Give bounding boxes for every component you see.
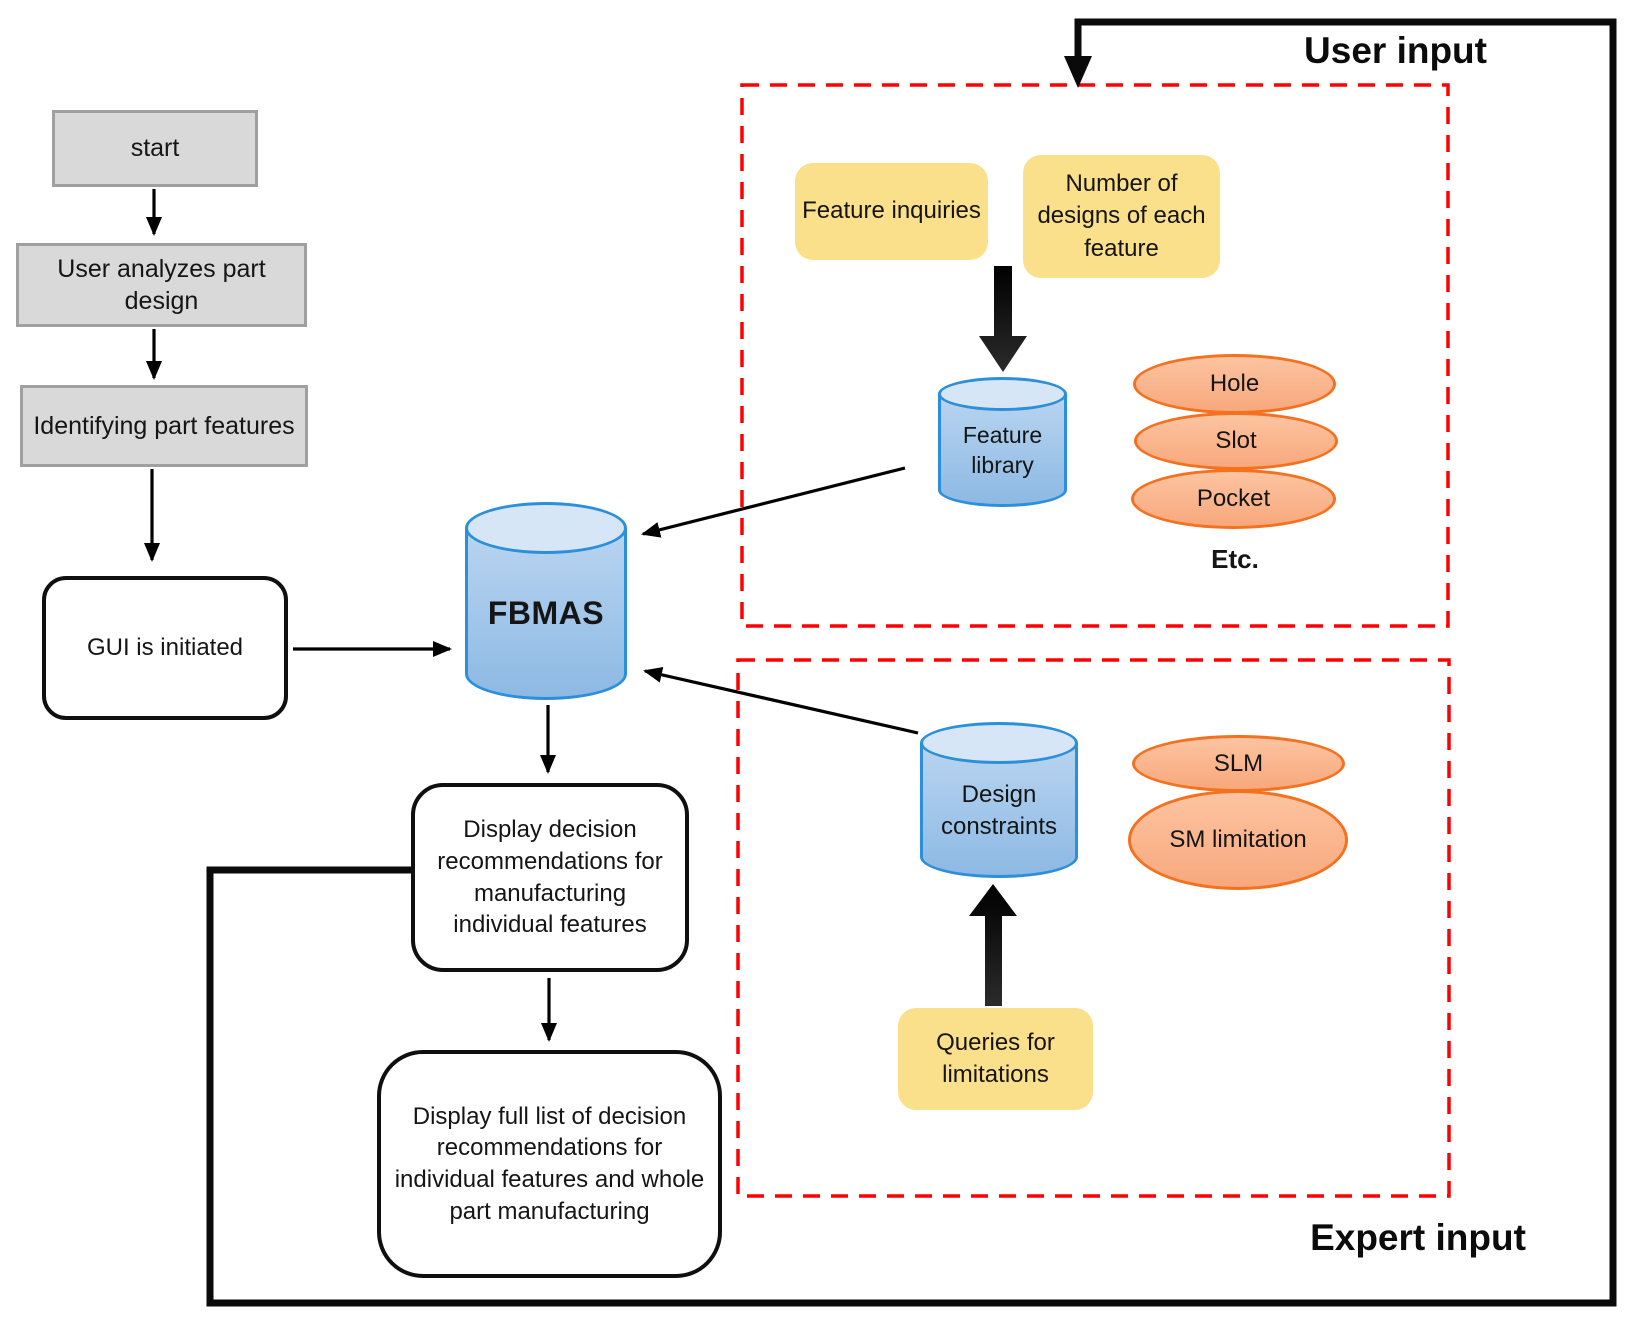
- design-constraints-cylinder-top: [920, 722, 1078, 764]
- display-individual-label: Display decision recommendations for man…: [437, 816, 663, 939]
- display-full-list-box: Display full list of decision recommenda…: [377, 1050, 722, 1278]
- fbmas-database: FBMAS: [465, 502, 627, 700]
- arrow-featurelibrary-to-fbmas: [641, 466, 906, 538]
- identify-features-label: Identifying part features: [33, 411, 295, 440]
- feature-inquiries-note: Feature inquiries: [795, 163, 988, 260]
- user-input-region-border: [740, 83, 1450, 628]
- analyze-design-label: User analyzes part design: [57, 254, 266, 316]
- feature-oval-slot: Slot: [1134, 412, 1338, 470]
- start-box: start: [52, 110, 258, 187]
- arrow-designconstraints-to-fbmas: [643, 666, 919, 735]
- sm-limitation-label: SM limitation: [1169, 826, 1307, 853]
- fbmas-cylinder-top: [465, 502, 627, 554]
- start-label: start: [130, 134, 180, 163]
- process-oval-slm: SLM: [1132, 735, 1345, 792]
- hole-label: Hole: [1209, 370, 1260, 397]
- fbmas-cylinder-body: [465, 528, 627, 700]
- design-constraints-database: Design constraints: [920, 722, 1078, 878]
- feature-library-label: Feature library: [962, 421, 1043, 478]
- display-full-list-label: Display full list of decision recommenda…: [394, 1102, 705, 1225]
- feature-library-cylinder-body: [938, 394, 1067, 507]
- feature-library-database: Feature library: [938, 377, 1067, 507]
- block-arrow-into-design-constraints: [969, 884, 1017, 1006]
- queries-for-limitations-label: Queries for limitations: [936, 1028, 1055, 1088]
- design-constraints-label: Design constraints: [940, 781, 1058, 840]
- block-arrow-into-feature-library: [979, 266, 1027, 372]
- gui-initiated-box: GUI is initiated: [42, 576, 288, 720]
- expert-input-region-border: [736, 658, 1451, 1198]
- user-input-region-label: User input: [1304, 30, 1487, 71]
- feature-oval-pocket: Pocket: [1131, 469, 1336, 529]
- design-constraints-cylinder-body: [920, 743, 1078, 878]
- queries-for-limitations-note: Queries for limitations: [898, 1008, 1093, 1110]
- feature-library-cylinder-top: [938, 377, 1067, 411]
- feedback-loop-arrowhead: [1064, 56, 1092, 88]
- feature-inquiries-label: Feature inquiries: [802, 197, 981, 225]
- slm-label: SLM: [1213, 749, 1264, 777]
- slot-label: Slot: [1215, 427, 1257, 454]
- expert-input-region-label: Expert input: [1310, 1217, 1526, 1258]
- process-oval-sm-limitation: SM limitation: [1128, 790, 1348, 890]
- feedback-loop-line: [206, 18, 1617, 1307]
- feature-oval-hole: Hole: [1133, 354, 1336, 414]
- gui-initiated-label: GUI is initiated: [86, 634, 244, 662]
- etc-label: Etc.: [1211, 544, 1259, 574]
- identify-features-box: Identifying part features: [20, 385, 308, 467]
- analyze-design-box: User analyzes part design: [16, 243, 307, 327]
- number-of-designs-note: Number of designs of each feature: [1023, 155, 1220, 278]
- fbmas-label: FBMAS: [487, 595, 605, 632]
- pocket-label: Pocket: [1196, 485, 1271, 512]
- display-individual-box: Display decision recommendations for man…: [411, 783, 689, 972]
- number-of-designs-label: Number of designs of each feature: [1037, 169, 1206, 262]
